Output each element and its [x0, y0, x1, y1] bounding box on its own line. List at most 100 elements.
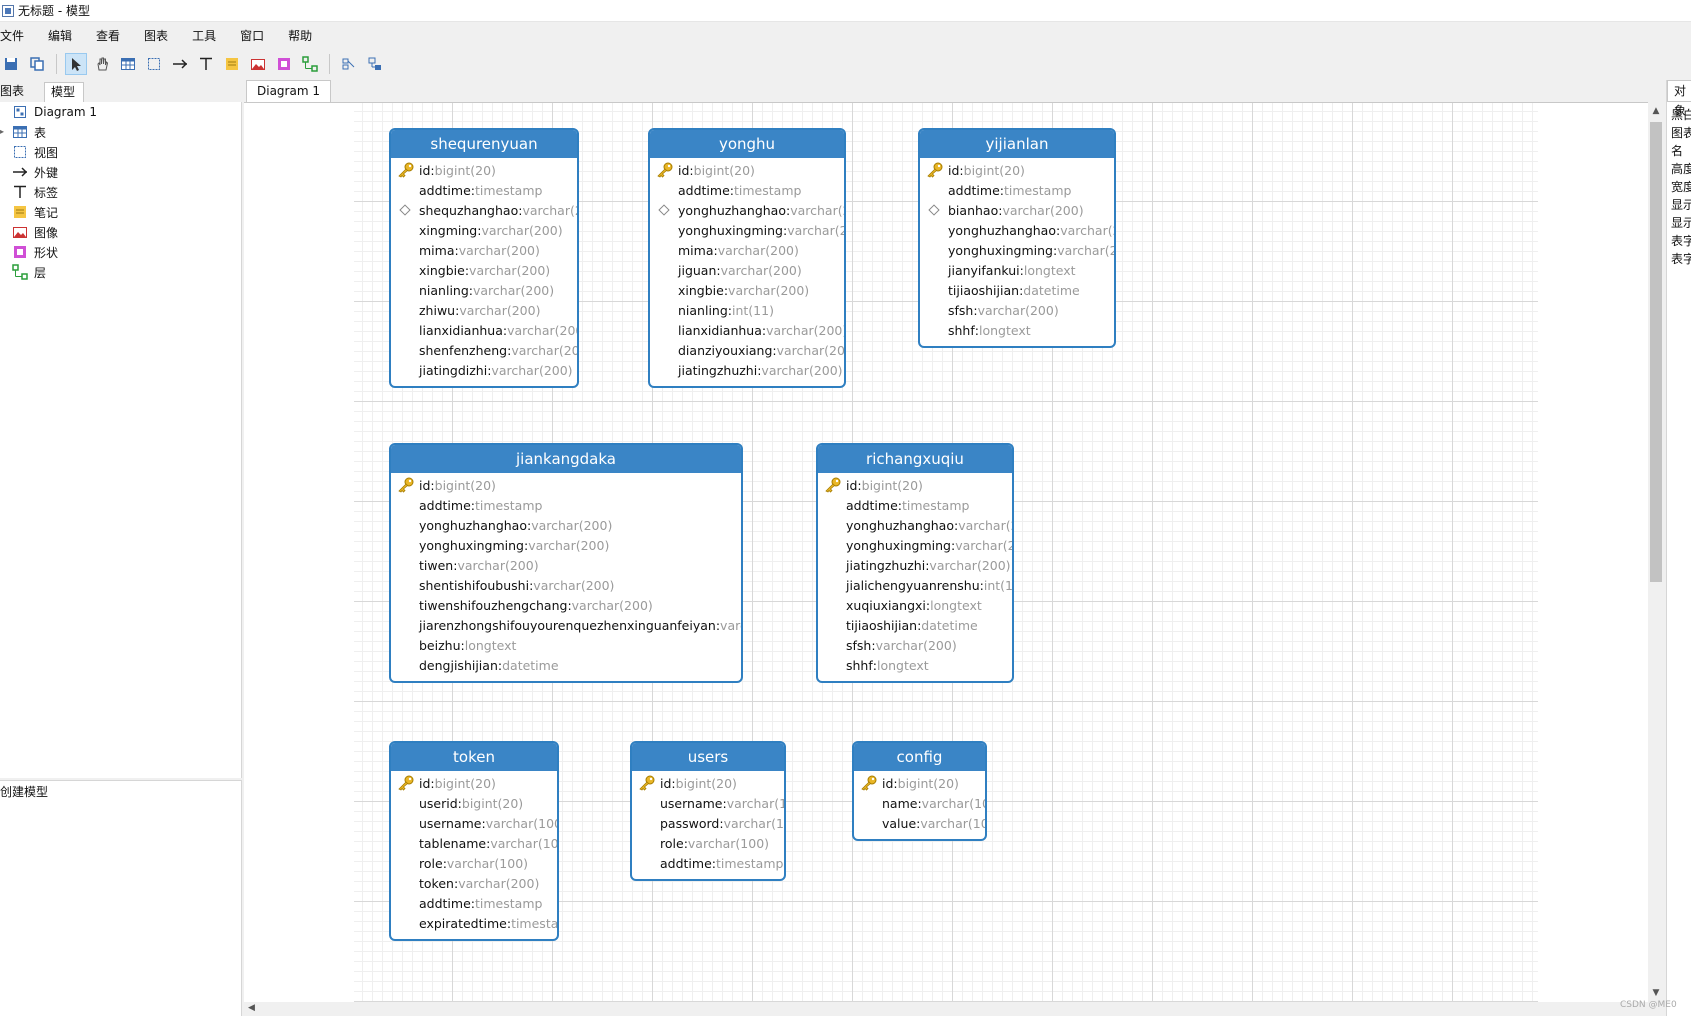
copy-button[interactable] — [26, 53, 48, 75]
note-button[interactable] — [221, 53, 243, 75]
field-row[interactable]: jiguan: varchar(200) — [650, 260, 844, 280]
field-row[interactable]: sfsh: varchar(200) — [920, 300, 1114, 320]
field-row[interactable]: yonghuxingming: varchar(200) — [818, 535, 1012, 555]
field-row[interactable]: lianxidianhua: varchar(200) — [391, 320, 577, 340]
field-row[interactable]: dianziyouxiang: varchar(200) — [650, 340, 844, 360]
tab-object[interactable]: 对象 — [1667, 80, 1691, 118]
field-row[interactable]: addtime: timestamp — [632, 853, 784, 873]
field-row[interactable]: addtime: timestamp — [650, 180, 844, 200]
field-row[interactable]: mima: varchar(200) — [650, 240, 844, 260]
field-row[interactable]: addtime: timestamp — [391, 495, 741, 515]
scroll-up-icon[interactable]: ▲ — [1652, 106, 1660, 116]
field-row[interactable]: bianhao: varchar(200) — [920, 200, 1114, 220]
field-row[interactable]: role: varchar(100) — [391, 853, 557, 873]
menu-view[interactable]: 查看 — [96, 29, 121, 43]
hand-button[interactable] — [91, 53, 113, 75]
field-row[interactable]: jianyifankui: longtext — [920, 260, 1114, 280]
field-row[interactable]: tijiaoshijian: datetime — [920, 280, 1114, 300]
field-row[interactable]: id: bigint(20) — [632, 773, 784, 793]
tree-item-notes[interactable]: 笔记 — [0, 202, 241, 222]
field-row[interactable]: yonghuzhanghao: varchar(200) — [920, 220, 1114, 240]
field-row[interactable]: username: varchar(100) — [391, 813, 557, 833]
tree-item-foreign-keys[interactable]: 外键 — [0, 162, 241, 182]
field-row[interactable]: nianling: int(11) — [650, 300, 844, 320]
property-row[interactable]: 高度 — [1671, 162, 1691, 176]
field-row[interactable]: lianxidianhua: varchar(200) — [650, 320, 844, 340]
field-row[interactable]: zhiwu: varchar(200) — [391, 300, 577, 320]
property-row[interactable]: 显示 — [1671, 198, 1691, 212]
field-row[interactable]: yonghuzhanghao: varchar(200) — [391, 515, 741, 535]
field-row[interactable]: userid: bigint(20) — [391, 793, 557, 813]
field-row[interactable]: id: bigint(20) — [818, 475, 1012, 495]
vertical-scrollbar[interactable]: ▲ ▼ — [1648, 102, 1664, 1002]
field-row[interactable]: role: varchar(100) — [632, 833, 784, 853]
field-row[interactable]: yonghuzhanghao: varchar(200) — [818, 515, 1012, 535]
field-row[interactable]: name: varchar(100) — [854, 793, 985, 813]
tree-item-diagram[interactable]: Diagram 1 — [0, 102, 241, 122]
expand-arrow-icon[interactable]: ▸ — [0, 127, 5, 136]
field-row[interactable]: shequzhanghao: varchar(200) — [391, 200, 577, 220]
field-row[interactable]: yonghuzhanghao: varchar(200) — [650, 200, 844, 220]
view-button[interactable] — [143, 53, 165, 75]
menu-tools[interactable]: 工具 — [192, 29, 217, 43]
tree-item-images[interactable]: 图像 — [0, 222, 241, 242]
field-row[interactable]: tiwenshifouzhengchang: varchar(200) — [391, 595, 741, 615]
field-row[interactable]: beizhu: longtext — [391, 635, 741, 655]
tab-diagram[interactable]: 图表 — [0, 82, 29, 102]
field-row[interactable]: jiatingzhuzhi: varchar(200) — [818, 555, 1012, 575]
field-row[interactable]: tablename: varchar(100) — [391, 833, 557, 853]
field-row[interactable]: xuqiuxiangxi: longtext — [818, 595, 1012, 615]
field-row[interactable]: xingbie: varchar(200) — [650, 280, 844, 300]
field-row[interactable]: shentishifoubushi: varchar(200) — [391, 575, 741, 595]
field-row[interactable]: shhf: longtext — [920, 320, 1114, 340]
field-row[interactable]: xingming: varchar(200) — [391, 220, 577, 240]
property-row[interactable]: 图表 — [1671, 126, 1691, 140]
field-row[interactable]: jiatingzhuzhi: varchar(200) — [650, 360, 844, 380]
layer-button[interactable] — [299, 53, 321, 75]
arrange-button[interactable] — [364, 53, 386, 75]
field-row[interactable]: addtime: timestamp — [818, 495, 1012, 515]
field-row[interactable]: jialichengyuanrenshu: int(11) — [818, 575, 1012, 595]
align-button[interactable] — [338, 53, 360, 75]
foreign-key-button[interactable] — [169, 53, 191, 75]
tree-item-labels[interactable]: 标签 — [0, 182, 241, 202]
field-row[interactable]: username: varchar(100) — [632, 793, 784, 813]
field-row[interactable]: id: bigint(20) — [920, 160, 1114, 180]
field-row[interactable]: addtime: timestamp — [391, 893, 557, 913]
field-row[interactable]: yonghuxingming: varchar(200) — [391, 535, 741, 555]
tab-model[interactable]: 模型 — [44, 82, 85, 102]
property-row[interactable]: 表字 — [1671, 234, 1691, 248]
field-row[interactable]: jiarenzhongshifouyourenquezhenxinguanfei… — [391, 615, 741, 635]
image-button[interactable] — [247, 53, 269, 75]
tree-item-views[interactable]: 视图 — [0, 142, 241, 162]
field-row[interactable]: id: bigint(20) — [854, 773, 985, 793]
scroll-left-icon[interactable]: ◀ — [248, 1003, 255, 1013]
field-row[interactable]: value: varchar(100) — [854, 813, 985, 833]
field-row[interactable]: token: varchar(200) — [391, 873, 557, 893]
save-button[interactable] — [0, 53, 22, 75]
field-row[interactable]: id: bigint(20) — [391, 773, 557, 793]
field-row[interactable]: addtime: timestamp — [391, 180, 577, 200]
menu-edit[interactable]: 编辑 — [48, 29, 73, 43]
scrollbar-thumb[interactable] — [1650, 122, 1662, 582]
field-row[interactable]: id: bigint(20) — [391, 475, 741, 495]
property-row[interactable]: 显示 — [1671, 216, 1691, 230]
menu-file[interactable]: 文件 — [0, 29, 25, 43]
field-row[interactable]: nianling: varchar(200) — [391, 280, 577, 300]
text-button[interactable] — [195, 53, 217, 75]
property-row[interactable]: 表字 — [1671, 252, 1691, 266]
property-row[interactable]: 黑白 — [1671, 108, 1691, 122]
tree-item-shapes[interactable]: 形状 — [0, 242, 241, 262]
field-row[interactable]: expiratedtime: timestamp — [391, 913, 557, 933]
pointer-button[interactable] — [65, 53, 87, 75]
field-row[interactable]: yonghuxingming: varchar(200) — [650, 220, 844, 240]
